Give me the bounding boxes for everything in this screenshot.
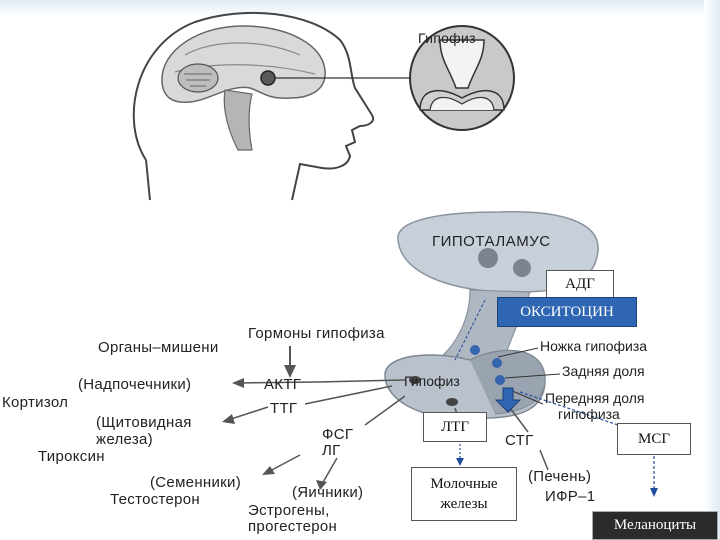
label-posterior-lobe: Задняя доля bbox=[562, 363, 645, 379]
mammary-line-1: Молочные bbox=[412, 474, 516, 494]
organ-thyroid: (Щитовидная bbox=[96, 414, 192, 431]
hormone-lg: ЛГ bbox=[322, 442, 341, 459]
product-thyroxine: Тироксин bbox=[38, 448, 105, 465]
product-estrogens: Эстрогены, bbox=[248, 502, 330, 519]
brainstem bbox=[224, 90, 252, 150]
msg-box: МСГ bbox=[617, 423, 691, 455]
hormone-actg: АКТГ bbox=[264, 376, 301, 393]
organ-adrenals: (Надпочечники) bbox=[78, 376, 191, 393]
product-cortisol: Кортизол bbox=[2, 394, 68, 411]
melanocytes-box: Меланоциты bbox=[592, 511, 718, 540]
product-igf1: ИФР–1 bbox=[545, 488, 595, 505]
pituitary-marker bbox=[261, 71, 275, 85]
label-anterior-lobe: Передняя доля bbox=[545, 390, 644, 406]
hormones-heading: Гормоны гипофиза bbox=[248, 325, 385, 342]
ltg-box: ЛТГ bbox=[423, 412, 487, 442]
label-gland: Гипофиз bbox=[404, 373, 460, 389]
label-hypothalamus: ГИПОТАЛАМУС bbox=[432, 233, 551, 250]
brain-outline bbox=[162, 26, 325, 102]
label-stalk: Ножка гипофиза bbox=[540, 338, 647, 354]
hormone-stg: СТГ bbox=[505, 432, 534, 449]
organ-thyroid-2: железа) bbox=[96, 431, 153, 448]
label-anterior-lobe-2: гипофиза bbox=[558, 406, 620, 422]
adh-box: АДГ bbox=[546, 270, 614, 298]
mammary-glands-box: Молочные железы bbox=[411, 467, 517, 521]
organ-ovaries: (Яичники) bbox=[292, 484, 363, 501]
callout-label-pituitary: Гипофиз bbox=[418, 30, 476, 47]
product-progesterone: прогестерон bbox=[248, 518, 337, 535]
hormone-fsg: ФСГ bbox=[322, 426, 353, 443]
organ-liver: (Печень) bbox=[528, 468, 591, 485]
oxytocin-box: ОКСИТОЦИН bbox=[497, 297, 637, 327]
hormone-ttg: ТТГ bbox=[270, 400, 297, 417]
mammary-line-2: железы bbox=[412, 494, 516, 514]
product-testosterone: Тестостерон bbox=[110, 491, 200, 508]
cerebellum bbox=[178, 64, 218, 92]
targets-heading: Органы–мишени bbox=[98, 339, 219, 356]
organ-testes: (Семенники) bbox=[150, 474, 241, 491]
